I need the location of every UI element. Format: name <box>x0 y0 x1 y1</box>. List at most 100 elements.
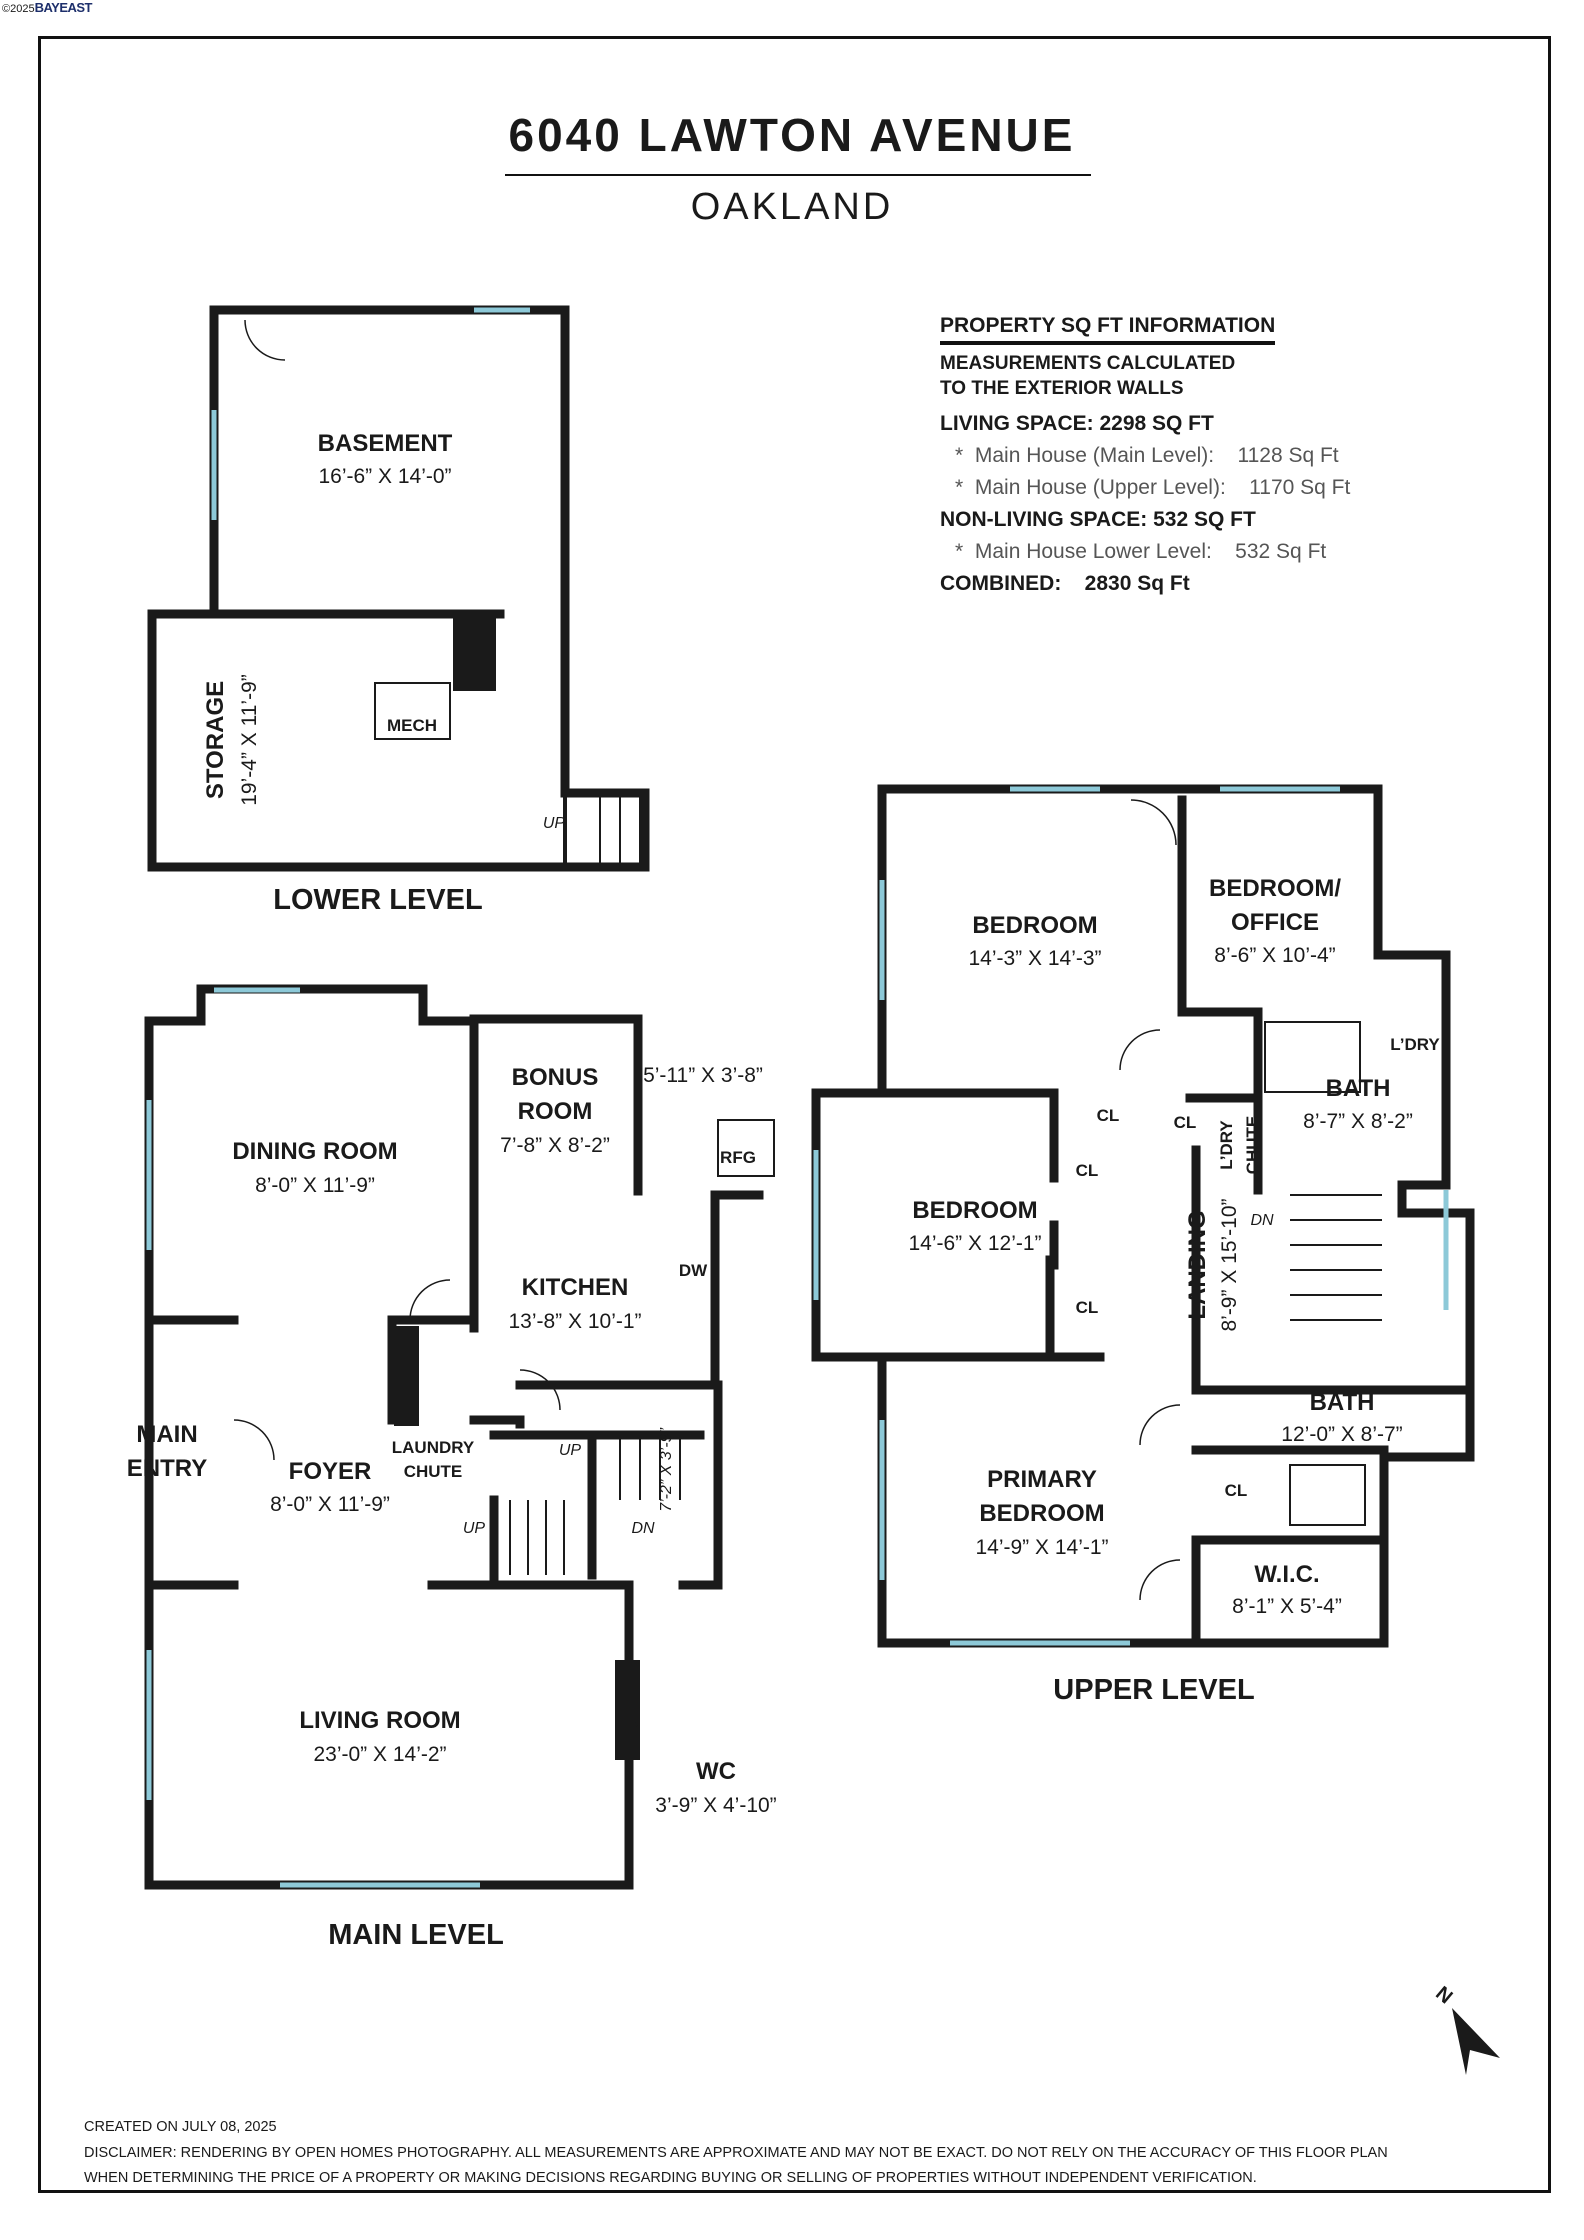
main-level-labels: DINING ROOM 8’-0” X 11’-9” BONUS ROOM 7’… <box>127 1064 777 1951</box>
primary-bedroom-label-2: BEDROOM <box>979 1500 1104 1527</box>
primary-bedroom-label-1: PRIMARY <box>987 1466 1097 1493</box>
laundry-chute-label-2: CHUTE <box>1243 1116 1262 1175</box>
upper-stair-treads <box>1290 1194 1382 1321</box>
bayeast-badge: ©2025BAYEAST <box>2 0 93 15</box>
bedroom-1-label: BEDROOM <box>972 912 1097 939</box>
office-label-2: OFFICE <box>1231 909 1319 936</box>
main-stair-up-label-2: UP <box>463 1520 486 1537</box>
basement-chimney <box>453 611 496 691</box>
office-label-1: BEDROOM/ <box>1209 875 1341 902</box>
kitchen-dims: 13’-8” X 10’-1” <box>508 1310 641 1333</box>
main-entry-label-1: MAIN <box>136 1421 197 1448</box>
property-address: 6040 LAWTON AVENUE <box>508 109 1076 161</box>
closet-label-5: CL <box>1225 1481 1248 1500</box>
upper-interior-walls <box>877 795 1475 1648</box>
upper-level-labels: BEDROOM 14’-3” X 14’-3” BEDROOM/ OFFICE … <box>908 875 1440 1706</box>
bullet: * <box>955 540 964 563</box>
living-item-main-level: * Main House (Main Level): 1128 Sq Ft <box>955 444 1339 468</box>
lower-level-walls <box>147 305 650 872</box>
bonus-room-label-2: ROOM <box>518 1098 593 1125</box>
lower-stair-up-label: UP <box>543 815 566 832</box>
mech-label: MECH <box>387 716 437 735</box>
fixtures <box>374 682 1382 1575</box>
storage-label: STORAGE <box>202 681 229 799</box>
bonus-room-dims: 7’-8” X 8’-2” <box>500 1134 610 1157</box>
fireplace-label: FP <box>617 1716 639 1735</box>
door-swing <box>1130 799 1177 846</box>
wic-label: W.I.C. <box>1254 1561 1319 1588</box>
foyer-dims: 8’-0” X 11’-9” <box>270 1493 390 1516</box>
bullet: * <box>955 476 964 499</box>
main-level-walls <box>144 984 643 1890</box>
dishwasher-label: DW <box>679 1261 708 1280</box>
living-item-upper-level: * Main House (Upper Level): 1170 Sq Ft <box>955 476 1350 500</box>
chimneys <box>394 611 640 1760</box>
north-arrow-icon <box>1452 2008 1500 2075</box>
upper-level-label: UPPER LEVEL <box>1053 1674 1254 1706</box>
laundry-chute-label-2: CHUTE <box>404 1462 463 1481</box>
closet-label-4: CL <box>1076 1298 1099 1317</box>
landing-label: LANDING <box>1184 1210 1211 1319</box>
pantry-dims: 5’-11” X 3’-8” <box>643 1064 763 1087</box>
lower-level-labels: BASEMENT 16’-6” X 14’-0” STORAGE 19’-4” … <box>202 430 565 916</box>
living-space-total: LIVING SPACE: 2298 SQ FT <box>940 412 1214 435</box>
living-room-label: LIVING ROOM <box>299 1707 460 1734</box>
closet-label-3: CL <box>1076 1161 1099 1180</box>
main-stair-treads <box>509 1435 681 1575</box>
office-dims: 8’-6” X 10’-4” <box>1214 944 1335 967</box>
combined-total: COMBINED: 2830 Sq Ft <box>940 572 1190 596</box>
basement-label: BASEMENT <box>318 430 453 457</box>
closet-label-1: CL <box>1097 1106 1120 1125</box>
landing-dims: 8’-9” X 15’-10” <box>1218 1198 1241 1331</box>
kitchen-interior-walls <box>387 1315 720 1429</box>
bath-1-label: BATH <box>1326 1075 1391 1102</box>
laundry-label: L’DRY <box>1390 1035 1440 1054</box>
non-living-space-total: NON-LIVING SPACE: 532 SQ FT <box>940 508 1256 531</box>
non-living-item-value: 532 Sq Ft <box>1235 540 1327 563</box>
upper-stair-dn-label: DN <box>1250 1212 1274 1229</box>
bath-2-label: BATH <box>1310 1389 1375 1416</box>
bathtub <box>1264 1021 1361 1093</box>
living-item-upper-value: 1170 Sq Ft <box>1249 476 1351 499</box>
living-item-main-value: 1128 Sq Ft <box>1237 444 1339 467</box>
door-swing <box>409 1279 451 1321</box>
bath-2-dims: 12’-0” X 8’-7” <box>1281 1423 1402 1446</box>
property-city: OAKLAND <box>690 186 894 228</box>
foyer-label: FOYER <box>289 1458 372 1485</box>
disclaimer-line-1: DISCLAIMER: RENDERING BY OPEN HOMES PHOT… <box>84 2145 1388 2161</box>
living-item-upper-label: Main House (Upper Level): <box>974 476 1226 499</box>
bedroom-2-dims: 14’-6” X 12’-1” <box>908 1232 1041 1255</box>
disclaimer-line-2: WHEN DETERMINING THE PRICE OF A PROPERTY… <box>84 2170 1257 2186</box>
wc-dims: 3’-9” X 4’-10” <box>655 1794 776 1817</box>
door-swing <box>1119 1029 1161 1071</box>
mech-unit <box>374 682 451 740</box>
combined-value: 2830 Sq Ft <box>1084 572 1190 595</box>
page-frame <box>38 36 1551 2193</box>
main-stair-up-label-1: UP <box>559 1442 582 1459</box>
main-stair-walls <box>489 1430 705 1585</box>
door-swing <box>233 1419 275 1461</box>
main-stair-dn-label: DN <box>631 1520 655 1537</box>
lower-stair-treads <box>599 793 641 867</box>
wc-label: WC <box>696 1758 736 1785</box>
laundry-chute-label-1: L’DRY <box>1217 1120 1236 1170</box>
door-swings <box>233 319 1181 1601</box>
laundry-chute-label-1: LAUNDRY <box>392 1438 475 1457</box>
living-room-dims: 23’-0” X 14’-2” <box>313 1743 446 1766</box>
kitchen-chimney <box>394 1326 419 1426</box>
door-swing <box>519 1369 561 1411</box>
refrigerator-label: RFG <box>720 1148 756 1167</box>
wic-dims: 8’-1” X 5’-4” <box>1232 1595 1342 1618</box>
badge-copyright: ©2025 <box>2 3 35 15</box>
windows <box>146 307 1449 1888</box>
sqft-note-line-2: TO THE EXTERIOR WALLS <box>940 378 1184 399</box>
basement-dims: 16’-6” X 14’-0” <box>318 465 451 488</box>
closet-label-2: CL <box>1174 1113 1197 1132</box>
main-entry-label-2: ENTRY <box>127 1455 207 1482</box>
sqft-info-heading: PROPERTY SQ FT INFORMATION <box>940 314 1276 345</box>
door-swing <box>1139 1559 1181 1601</box>
fireplace-mass <box>615 1660 640 1760</box>
bedroom-2-label: BEDROOM <box>912 1197 1037 1224</box>
bath-1-dims: 8’-7” X 8’-2” <box>1303 1110 1413 1133</box>
created-date: CREATED ON JULY 08, 2025 <box>84 2119 277 2135</box>
